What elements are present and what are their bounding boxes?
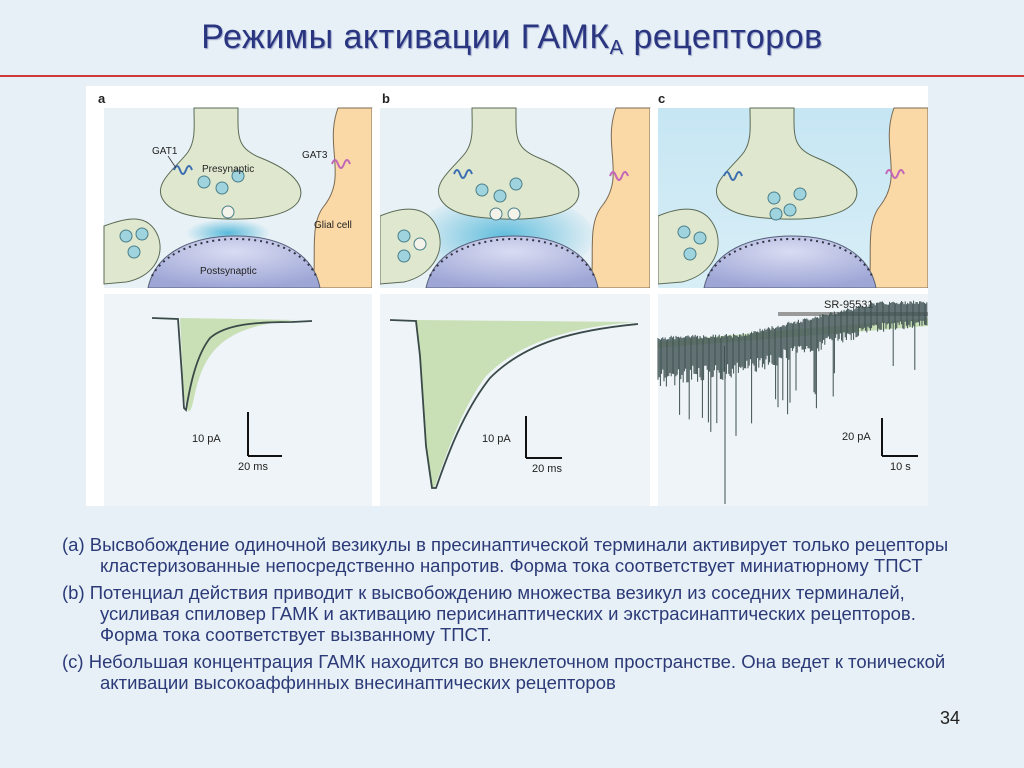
trace-a-line <box>151 317 313 412</box>
caption: (a) Высвобождение одиночной везикулы в п… <box>62 534 972 699</box>
gat1-label: GAT1 <box>152 146 178 157</box>
drug-application-bar <box>778 312 928 316</box>
presynaptic-terminal-b <box>437 107 580 220</box>
title-subscript: А <box>609 37 624 59</box>
gat3-transporter-b-icon <box>609 171 629 181</box>
panel-b-letter: b <box>382 91 390 106</box>
gat3-label: GAT3 <box>302 150 328 161</box>
scale-a-x-label: 20 ms <box>238 461 268 473</box>
receptor-activation-figure: a b c GAT1 GAT3 Presynaptic Glial cell P… <box>86 86 928 506</box>
title-main: Режимы активации ГАМК <box>201 18 610 56</box>
panel-c-trace: SR-95531 20 pA 10 s <box>657 294 928 506</box>
panel-c-schematic <box>657 107 928 289</box>
slide-title: Режимы активации ГАМКА рецепторов <box>0 18 1024 60</box>
gat1-transporter-c-icon <box>723 171 743 181</box>
presynaptic-label: Presynaptic <box>202 164 254 175</box>
scale-a-y-label: 10 pA <box>192 433 221 445</box>
caption-c: (c) Небольшая концентрация ГАМК находитс… <box>62 651 946 693</box>
vesicles-c <box>677 187 807 261</box>
vesicles-a <box>119 169 245 259</box>
scale-c-y-label: 20 pA <box>842 431 871 443</box>
neighbor-terminal-b <box>379 208 441 285</box>
scale-c-x-label: 10 s <box>890 461 911 473</box>
panel-a-schematic: GAT1 GAT3 Presynaptic Glial cell Postsyn… <box>103 107 373 289</box>
postsynaptic-cell-b <box>425 235 599 289</box>
scale-b-x-label: 20 ms <box>532 463 562 475</box>
panel-a-letter: a <box>98 91 106 106</box>
panel-b-schematic <box>379 107 651 289</box>
panel-c-letter: c <box>658 91 665 106</box>
trace-b-line <box>389 319 639 489</box>
presynaptic-terminal-c <box>715 107 858 220</box>
title-divider <box>0 75 1024 77</box>
page-number: 34 <box>940 708 961 728</box>
glial-cell-label: Glial cell <box>314 220 352 231</box>
scale-b-y-label: 10 pA <box>482 433 511 445</box>
trace-c-noise <box>657 300 928 504</box>
gat1-transporter-icon <box>173 165 193 175</box>
vesicles-b <box>397 177 523 263</box>
gat3-transporter-c-icon <box>885 169 905 179</box>
caption-b: (b) Потенциал действия приводит к высвоб… <box>62 582 916 645</box>
postsynaptic-cell-c <box>703 235 877 289</box>
gat3-transporter-icon <box>331 159 351 169</box>
title-tail: рецепторов <box>623 18 823 56</box>
figure-svg: a b c GAT1 GAT3 Presynaptic Glial cell P… <box>86 91 928 506</box>
postsynaptic-label: Postsynaptic <box>200 266 257 277</box>
neighbor-terminal-c <box>657 208 719 285</box>
trace-b-fill <box>416 320 636 488</box>
panel-b-trace: 10 pA 20 ms <box>380 294 650 506</box>
trace-a-fill <box>180 318 296 412</box>
gat1-transporter-b-icon <box>453 169 473 179</box>
postsynaptic-cell-a <box>147 235 321 289</box>
caption-a: (a) Высвобождение одиночной везикулы в п… <box>62 534 949 576</box>
panel-a-trace: 10 pA 20 ms <box>104 294 372 506</box>
